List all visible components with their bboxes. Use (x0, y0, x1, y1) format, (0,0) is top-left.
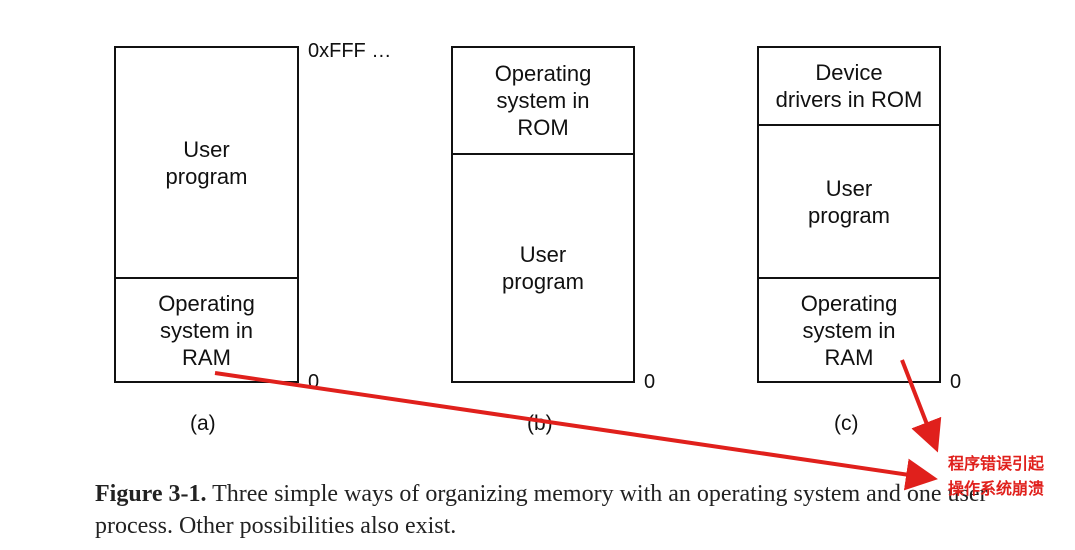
memory-layout-b: Operating system in ROM User program (451, 46, 635, 383)
segment-label: User program (502, 242, 584, 294)
memory-layout-a: User program Operating system in RAM (114, 46, 299, 383)
diagram-sublabel: (a) (190, 412, 216, 435)
segment-user-program: User program (759, 124, 939, 277)
segment-device-drivers-in-rom: Device drivers in ROM (759, 48, 939, 124)
segment-os-in-rom: Operating system in ROM (453, 48, 633, 153)
annotation-text: 程序错误引起 操作系统崩溃 (948, 454, 1045, 498)
segment-user-program: User program (116, 48, 297, 277)
top-address-label: 0xFFF … (308, 40, 392, 62)
segment-os-in-ram: Operating system in RAM (759, 277, 939, 381)
bottom-address-label: 0 (308, 371, 320, 393)
annotation-note: 程序错误引起 操作系统崩溃 (948, 451, 1044, 501)
bottom-address-label: 0 (644, 371, 656, 393)
annotation-arrow-long (214, 371, 938, 491)
figure-caption: Figure 3-1. Three simple ways of organiz… (95, 478, 995, 542)
segment-label: User program (165, 136, 248, 189)
segment-label: Operating system in RAM (800, 290, 898, 370)
caption-text: Three simple ways of organizing memory w… (95, 481, 988, 539)
segment-user-program: User program (453, 153, 633, 381)
segment-label: Operating system in RAM (158, 290, 255, 370)
segment-label: User program (808, 175, 890, 228)
figure-number: Figure 3-1. (95, 481, 207, 507)
bottom-address-label: 0 (950, 371, 962, 393)
diagram-sublabel: (c) (834, 412, 859, 435)
annotation-arrow-short (900, 359, 942, 453)
segment-os-in-ram: Operating system in RAM (116, 277, 297, 381)
segment-label: Operating system in ROM (494, 61, 592, 140)
memory-layout-c: Device drivers in ROM User program Opera… (757, 46, 941, 383)
segment-label: Device drivers in ROM (775, 60, 923, 112)
